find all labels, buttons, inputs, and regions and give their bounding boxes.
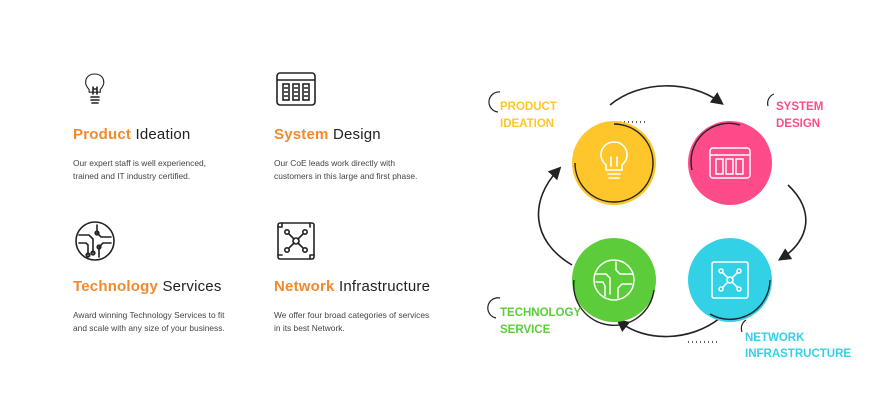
- server-rack-icon: [276, 72, 316, 106]
- svg-text:INFRASTRUCTURE: INFRASTRUCTURE: [745, 348, 851, 360]
- feature-technology-services: Technology Services Award winning Techno…: [73, 219, 263, 334]
- cycle-node-network: [688, 238, 772, 322]
- svg-text:TECHNOLOGY: TECHNOLOGY: [500, 307, 581, 319]
- circuit-icon: [593, 259, 635, 301]
- feature-network-infrastructure: Network Infrastructure We offer four bro…: [274, 219, 464, 334]
- feature-description: We offer four broad categories of servic…: [274, 310, 430, 333]
- feature-description: Award winning Technology Services to fit…: [73, 310, 225, 333]
- feature-title: Technology Services: [73, 278, 222, 295]
- feature-title: System Design: [274, 126, 381, 143]
- svg-text:SERVICE: SERVICE: [500, 324, 551, 336]
- cycle-label-network: NETWORK INFRASTRUCTURE: [740, 319, 851, 360]
- arrow-system-to-network: [777, 184, 807, 261]
- feature-description: Our expert staff is well experienced,tra…: [73, 158, 206, 181]
- cycle-node-product: [572, 121, 656, 205]
- cycle-node-system: [688, 121, 772, 205]
- cycle-label-system: SYSTEM DESIGN: [767, 93, 823, 130]
- feature-product-ideation: Product Ideation Our expert staff is wel…: [73, 67, 263, 182]
- arrow-product-to-system: [609, 85, 724, 106]
- network-hub-icon: [711, 261, 749, 299]
- arrow-technology-to-product: [537, 166, 573, 266]
- process-cycle-diagram: PRODUCT IDEATION SYSTEM DESIGN TECHNOLOG…: [487, 85, 851, 360]
- arrow-network-to-technology: [616, 317, 721, 338]
- svg-text:NETWORK: NETWORK: [745, 332, 805, 344]
- network-hub-icon: [277, 222, 315, 260]
- feature-title: Network Infrastructure: [274, 278, 431, 295]
- circuit-icon: [75, 221, 115, 261]
- cycle-label-product: PRODUCT IDEATION: [488, 91, 557, 130]
- lightbulb-icon: [600, 141, 628, 179]
- svg-text:IDEATION: IDEATION: [500, 118, 554, 130]
- feature-system-design: System Design Our CoE leads work directl…: [274, 67, 464, 182]
- svg-text:DESIGN: DESIGN: [776, 118, 820, 130]
- cycle-node-technology: [572, 238, 656, 327]
- svg-text:SYSTEM: SYSTEM: [776, 101, 823, 113]
- cycle-label-technology: TECHNOLOGY SERVICE: [487, 297, 581, 336]
- server-rack-icon: [709, 147, 751, 179]
- svg-text:PRODUCT: PRODUCT: [500, 101, 557, 113]
- lightbulb-icon: [85, 73, 105, 104]
- feature-title: Product Ideation: [73, 126, 191, 143]
